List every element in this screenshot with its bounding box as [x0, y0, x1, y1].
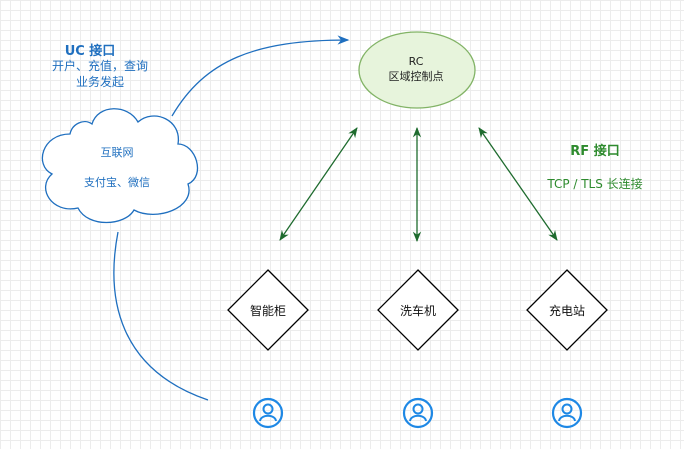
uc-desc-line2: 业务发起	[75, 75, 124, 89]
uc-connector-arrow	[171, 35, 350, 117]
rf-interface-title: RF 接口	[570, 144, 620, 159]
rc-label: RC 区域控制点	[370, 54, 462, 84]
rc-node	[358, 31, 476, 109]
cloud-user-connector	[113, 231, 209, 401]
uc-interface-title: UC 接口	[64, 44, 116, 59]
cloud-label-payment: 支付宝、微信	[84, 176, 150, 189]
rc-label-line2: 区域控制点	[388, 70, 444, 83]
device-label-charger: 充电站	[548, 304, 585, 318]
device-diamond-cabinet	[227, 269, 309, 351]
rc-label-line1: RC	[408, 55, 424, 68]
device-label-carwash: 洗车机	[399, 304, 436, 318]
rf-interface-desc: TCP / TLS 长连接	[547, 177, 643, 191]
uc-interface-desc: 开户、充值，查询 业务发起	[30, 58, 170, 90]
device-label-cabinet: 智能柜	[249, 304, 286, 318]
uc-desc-line1: 开户、充值，查询	[51, 59, 148, 73]
cloud-label-internet: 互联网	[100, 146, 134, 159]
cloud-shape	[41, 108, 199, 223]
user-icon	[402, 397, 434, 429]
device-diamond-carwash	[377, 269, 459, 351]
user-icon	[551, 397, 583, 429]
device-diamond-charger	[526, 269, 608, 351]
rf-arrow-right	[478, 127, 558, 241]
rf-arrow-left	[279, 127, 358, 241]
user-icon	[252, 397, 284, 429]
